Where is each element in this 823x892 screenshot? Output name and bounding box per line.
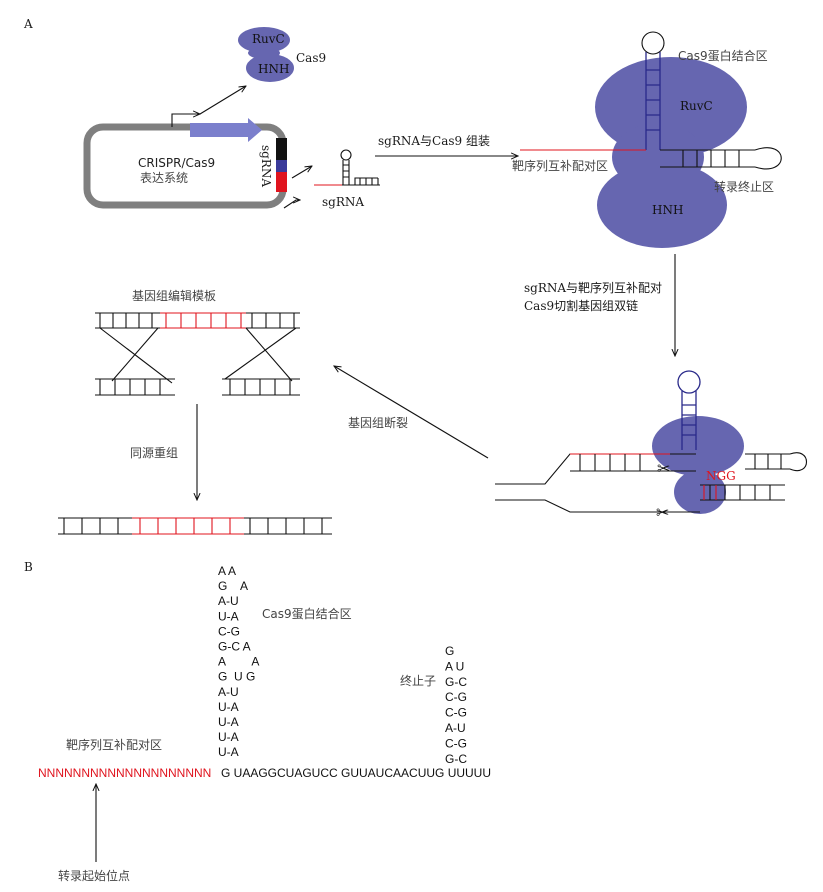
template-label: 基因组编辑模板 <box>132 288 216 303</box>
stem1-line: U-A <box>218 715 239 729</box>
stem2-line: G-C <box>445 752 467 766</box>
scissors-icon-bottom: ✂ <box>656 505 669 522</box>
break-arrow <box>334 366 489 459</box>
stem1-line: A A <box>218 564 236 578</box>
stem1-line: U-A <box>218 730 239 744</box>
stem1-line: G U G <box>218 670 255 684</box>
panel-b-label: B <box>24 560 33 574</box>
break-label: 基因组断裂 <box>348 415 408 430</box>
cas9-sgrna-complex: RuvC HNH <box>520 31 782 248</box>
stem2-line: C-G <box>445 690 467 704</box>
cas9-protein: RuvC HNH <box>238 27 294 82</box>
terminator-region-label: 转录终止区 <box>714 179 774 194</box>
stem1-line: A-U <box>218 685 239 699</box>
edited-genome <box>58 517 332 535</box>
stem2-line: G <box>445 644 454 658</box>
scissors-icon-top: ✂ <box>657 461 670 478</box>
promoter-arrow-sgrna <box>283 200 300 209</box>
stem1-line: G A <box>218 579 248 593</box>
cut-label-2: Cas9切割基因组双链 <box>524 298 638 313</box>
stem1-line: U-A <box>218 700 239 714</box>
sgrna-stem-2: GA UG-CC-GC-GA-UC-GG-C <box>445 644 467 766</box>
cas9-label: Cas9 <box>296 51 326 65</box>
sgrna-main-sequence: G UAAGGCUAGUCC GUUAUCAACUUG UUUUU <box>221 766 491 780</box>
stem1-line: A A <box>218 655 259 669</box>
assembly-label: sgRNA与Cas9 组装 <box>378 134 490 148</box>
stem1-line: U-A <box>218 745 239 759</box>
complex-ruvc-label: RuvC <box>680 99 713 113</box>
target-sequence: NNNNNNNNNNNNNNNNNNNN <box>38 766 211 780</box>
stem1-line: G-C A <box>218 640 251 654</box>
plasmid-label-1: CRISPR/Cas9 <box>138 156 215 170</box>
stem1-line: A-U <box>218 594 239 608</box>
editing-template <box>95 312 300 396</box>
sgrna-small-label: sgRNA <box>322 195 364 209</box>
stem1-line: U-A <box>218 609 239 623</box>
pam-label: NGG <box>706 469 736 483</box>
sgrna-stem-1: A AG AA-UU-AC-GG-C AA AG U GA-UU-AU-AU-A… <box>218 564 259 759</box>
sgrna-vertical-label: sgRNA <box>259 145 273 187</box>
expression-arrow-sgrna <box>291 166 312 179</box>
stem2-line: A-U <box>445 721 466 735</box>
plasmid: CRISPR/Cas9 表达系统 sgRNA <box>83 118 287 209</box>
sgrna-small: sgRNA <box>314 149 380 209</box>
terminator-label: 终止子 <box>400 673 436 688</box>
stem2-line: G-C <box>445 675 467 689</box>
expression-arrow-cas9 <box>199 86 246 115</box>
hr-label: 同源重组 <box>130 446 178 460</box>
cut-label-1: sgRNA与靶序列互补配对 <box>524 280 662 295</box>
cas9-binding-label: Cas9蛋白结合区 <box>678 48 768 63</box>
stem1-line: C-G <box>218 624 240 638</box>
ruvc-label: RuvC <box>252 32 285 46</box>
target-region-label: 靶序列互补配对区 <box>512 158 608 173</box>
hnh-label: HNH <box>258 62 289 76</box>
target-region-label-b: 靶序列互补配对区 <box>66 737 162 752</box>
binding-region-label: Cas9蛋白结合区 <box>262 606 352 621</box>
cutting-complex: ✂ ✂ <box>495 370 807 522</box>
stem2-line: A U <box>445 659 464 673</box>
promoter-arrow-cas9 <box>171 114 200 127</box>
tss-label: 转录起始位点 <box>58 868 130 883</box>
stem2-line: C-G <box>445 706 467 720</box>
panel-a-label: A <box>23 17 33 31</box>
stem2-line: C-G <box>445 736 467 750</box>
complex-hnh-label: HNH <box>652 203 683 217</box>
plasmid-label-2: 表达系统 <box>140 171 188 185</box>
